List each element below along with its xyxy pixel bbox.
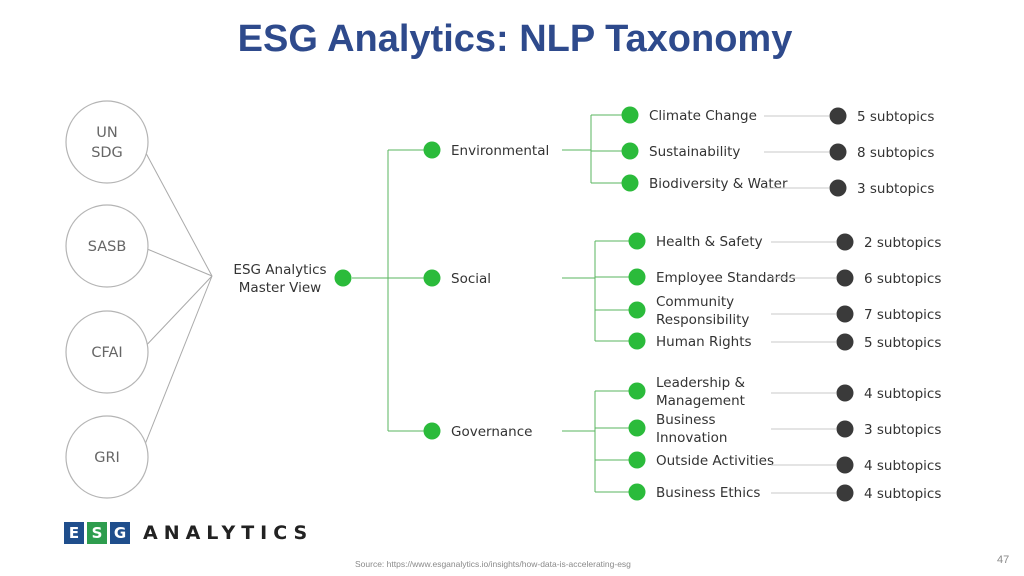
- topic-node: [628, 382, 646, 400]
- subtopic-node: [836, 384, 854, 402]
- topic-node: [628, 301, 646, 319]
- topic-node: [628, 268, 646, 286]
- subtopic-node: [836, 305, 854, 323]
- framework-circle: [65, 100, 149, 184]
- framework-connector: [139, 141, 213, 277]
- topic-node: [621, 106, 639, 124]
- framework-circle: [65, 415, 149, 499]
- category-label: Environmental: [451, 143, 549, 159]
- subtopic-node: [836, 233, 854, 251]
- topic-node: [621, 142, 639, 160]
- master-node: [334, 269, 352, 287]
- category-node: [423, 141, 441, 159]
- subtopic-node: [829, 143, 847, 161]
- subtopic-node: [836, 456, 854, 474]
- topic-label: Sustainability: [649, 144, 740, 160]
- subtopic-count: 6 subtopics: [864, 271, 941, 287]
- topic-label: Employee Standards: [656, 270, 796, 286]
- subtopic-node: [836, 420, 854, 438]
- topic-label: Leadership &Management: [656, 375, 745, 409]
- subtopic-count: 3 subtopics: [864, 422, 941, 438]
- framework-connector: [139, 275, 213, 458]
- logo-word: ANALYTICS: [143, 522, 314, 544]
- category-label: Social: [451, 271, 491, 287]
- subtopic-node: [836, 269, 854, 287]
- framework-connector: [139, 245, 213, 277]
- topic-label: Climate Change: [649, 108, 757, 124]
- topic-node: [628, 332, 646, 350]
- topic-label: Business Ethics: [656, 485, 760, 501]
- source-citation: Source: https://www.esganalytics.io/insi…: [355, 559, 631, 569]
- topic-label: Biodiversity & Water: [649, 176, 788, 192]
- topic-label: Health & Safety: [656, 234, 763, 250]
- category-node: [423, 269, 441, 287]
- subtopic-count: 5 subtopics: [857, 109, 934, 125]
- esg-analytics-logo: E S G ANALYTICS: [64, 520, 313, 546]
- page-number: 47: [997, 554, 1010, 566]
- topic-node: [621, 174, 639, 192]
- topic-label: Human Rights: [656, 334, 752, 350]
- framework-circle: [65, 310, 149, 394]
- topic-node: [628, 483, 646, 501]
- subtopic-count: 7 subtopics: [864, 307, 941, 323]
- framework-label: GRI: [94, 450, 120, 466]
- subtopic-count: 4 subtopics: [864, 486, 941, 502]
- subtopic-node: [829, 179, 847, 197]
- category-node: [423, 422, 441, 440]
- topic-label: Outside Activities: [656, 453, 774, 469]
- subtopic-count: 3 subtopics: [857, 181, 934, 197]
- logo-letter-g: G: [110, 522, 130, 544]
- subtopic-count: 5 subtopics: [864, 335, 941, 351]
- topic-node: [628, 232, 646, 250]
- framework-label: SASB: [88, 239, 127, 255]
- subtopic-count: 8 subtopics: [857, 145, 934, 161]
- subtopic-node: [836, 333, 854, 351]
- framework-label: CFAI: [91, 345, 122, 361]
- topic-node: [628, 419, 646, 437]
- logo-letter-s: S: [87, 522, 107, 544]
- subtopic-count: 4 subtopics: [864, 458, 941, 474]
- framework-connector: [139, 275, 213, 353]
- subtopic-node: [829, 107, 847, 125]
- subtopic-node: [836, 484, 854, 502]
- slide-title: ESG Analytics: NLP Taxonomy: [237, 18, 793, 60]
- category-label: Governance: [451, 424, 532, 440]
- subtopic-count: 2 subtopics: [864, 235, 941, 251]
- topic-node: [628, 451, 646, 469]
- logo-letter-e: E: [64, 522, 84, 544]
- framework-circle: [65, 204, 149, 288]
- subtopic-count: 4 subtopics: [864, 386, 941, 402]
